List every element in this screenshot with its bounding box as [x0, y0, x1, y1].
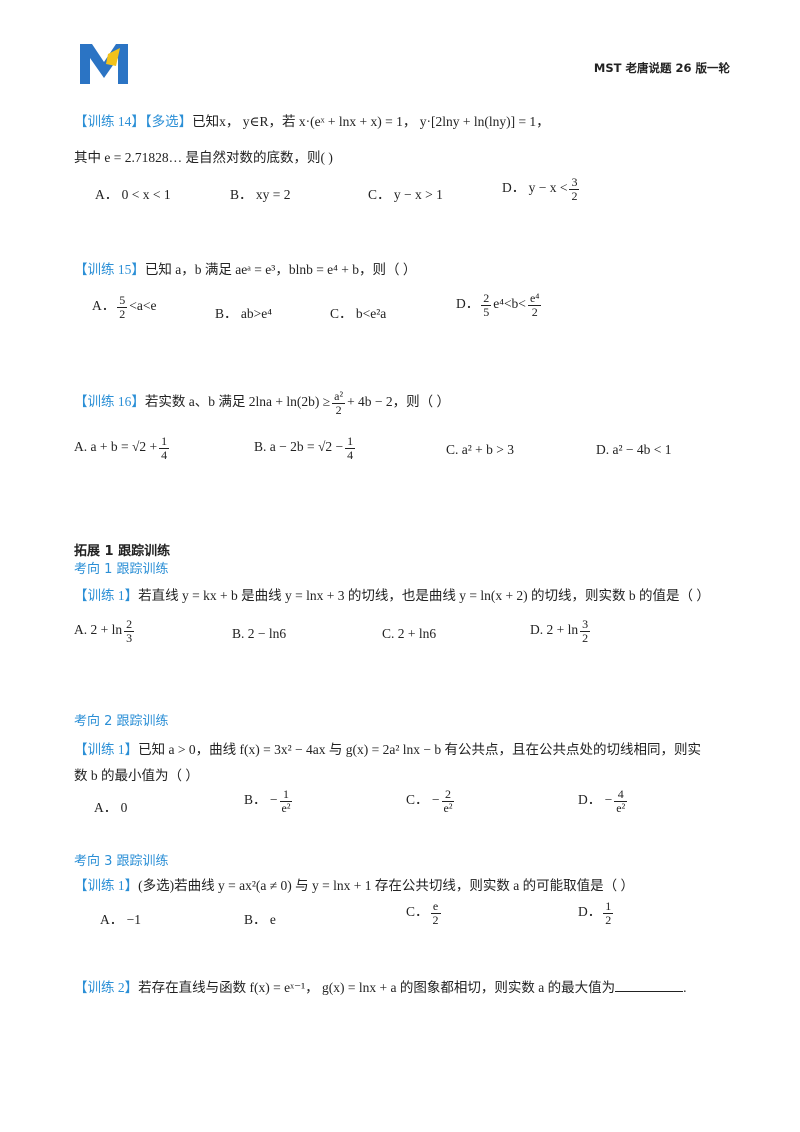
direction-3-tag: 【训练 1】: [74, 878, 139, 893]
problem-14-option-c: C． y − x > 1: [368, 187, 443, 202]
problem-16-option-c: C. a² + b > 3: [446, 442, 515, 457]
training-2-tag: 【训练 2】: [74, 980, 139, 995]
direction-3-stem: 【训练 1】(多选)若曲线 y = ax²(a ≠ 0) 与 y = lnx +…: [74, 878, 635, 893]
problem-15-tag: 【训练 15】: [74, 262, 145, 277]
problem-16-tag: 【训练 16】: [74, 394, 145, 410]
direction-3-option-a: A． −1: [100, 912, 141, 927]
header-title: MST 老唐说题 26 版一轮: [593, 61, 730, 75]
direction-1-tag: 【训练 1】: [74, 588, 139, 603]
training-2-stem: 【训练 2】若存在直线与函数 f(x) = eˣ⁻¹， g(x) = lnx +…: [74, 979, 687, 995]
direction-2-stem: 【训练 1】已知 a > 0，曲线 f(x) = 3x² − 4ax 与 g(x…: [74, 742, 701, 757]
direction-1-stem: 【训练 1】若直线 y = kx + b 是曲线 y = lnx + 3 的切线…: [74, 588, 710, 603]
direction-3-title: 考向 3 跟踪训练: [74, 854, 169, 869]
problem-15-option-b: B． ab>e⁴: [215, 306, 272, 321]
direction-2-stem2: 数 b 的最小值为（ ）: [74, 768, 199, 783]
direction-2-option-a: A． 0: [94, 800, 128, 815]
direction-2-title: 考向 2 跟踪训练: [74, 714, 169, 729]
problem-14-tag: 【训练 14】【多选】: [74, 114, 193, 129]
problem-15-option-c: C． b<e²a: [330, 306, 387, 321]
direction-2-tag: 【训练 1】: [74, 742, 139, 757]
direction-1-title: 考向 1 跟踪训练: [74, 562, 169, 577]
problem-14-stem: 【训练 14】【多选】已知x， y∈R，若 x·(eˣ + lnx + x) =…: [74, 114, 550, 129]
direction-3-option-b: B． e: [244, 912, 276, 927]
problem-14-option-b: B． xy = 2: [230, 187, 291, 202]
problem-14-option-a: A． 0 < x < 1: [95, 187, 171, 202]
direction-1-option-b: B. 2 − ln6: [232, 626, 287, 641]
extension-title: 拓展 1 跟踪训练: [74, 544, 171, 559]
answer-blank[interactable]: [615, 979, 684, 992]
problem-15-stem: 【训练 15】已知 a，b 满足 aeᵃ = e³，blnb = e⁴ + b，…: [74, 262, 417, 277]
problem-14-stem2: 其中 e = 2.71828… 是自然对数的底数，则( ): [74, 150, 333, 165]
problem-16-option-d: D. a² − 4b < 1: [596, 442, 672, 457]
logo: [78, 40, 130, 86]
direction-1-option-c: C. 2 + ln6: [382, 626, 437, 641]
